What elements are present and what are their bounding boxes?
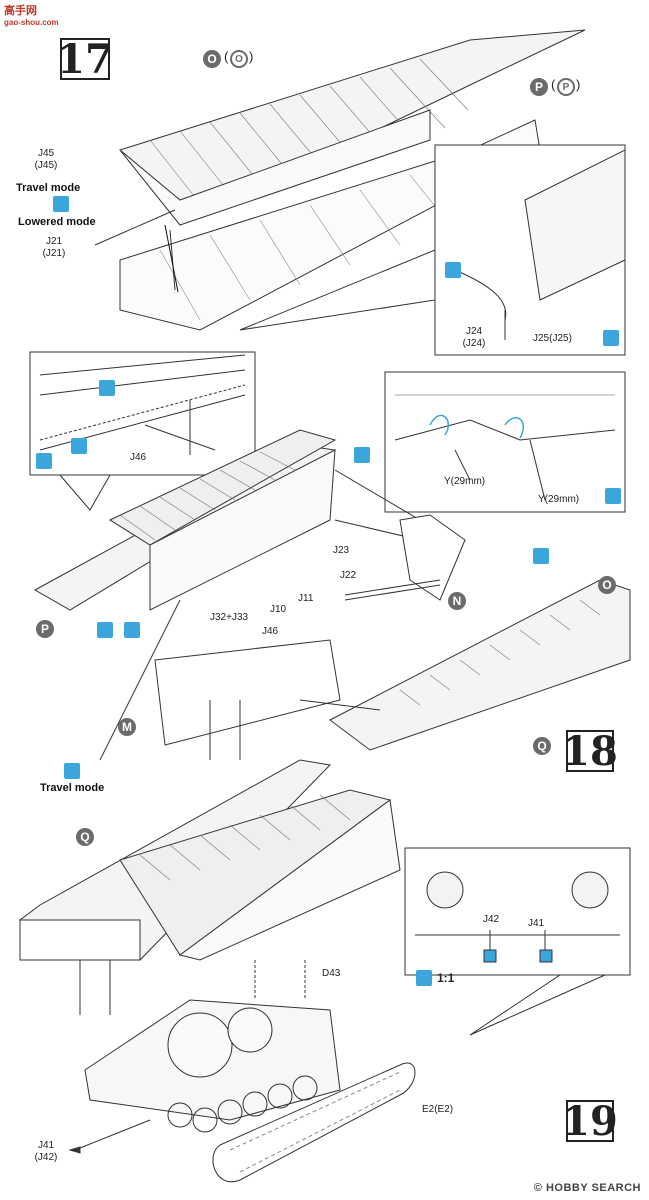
part-m-marker: M bbox=[118, 718, 136, 736]
step-18-box: 18 bbox=[562, 727, 618, 775]
label-j21b: (J21) bbox=[42, 248, 66, 259]
part-o-marker: O bbox=[203, 50, 221, 68]
detail-box-3 bbox=[384, 371, 626, 513]
label-j11: J11 bbox=[298, 593, 314, 604]
label-y29a: Y(29mm) bbox=[444, 476, 486, 487]
scale-label: 1:1 bbox=[437, 971, 455, 985]
option-icon bbox=[71, 438, 87, 454]
part-p-marker: P bbox=[530, 78, 548, 96]
option-icon bbox=[99, 380, 115, 396]
part-p-marker-2: P bbox=[36, 620, 54, 638]
part-o-marker-alt: O bbox=[230, 50, 248, 68]
detail-box-4 bbox=[404, 847, 631, 976]
option-icon bbox=[97, 622, 113, 638]
label-j24: J24 bbox=[465, 326, 483, 337]
label-j42b: (J42) bbox=[34, 1152, 58, 1163]
road-wheels bbox=[167, 1075, 318, 1133]
travel-mode-label: Travel mode bbox=[16, 182, 81, 194]
label-j22: J22 bbox=[340, 570, 357, 581]
track-e2 bbox=[212, 1062, 416, 1183]
label-j32-j33: J32+J33 bbox=[210, 612, 249, 623]
label-j46: J46 bbox=[130, 452, 147, 463]
mode-icon bbox=[53, 196, 69, 212]
brush-icon bbox=[603, 330, 619, 346]
label-e2: E2(E2) bbox=[422, 1104, 454, 1115]
part-p-marker-alt: P bbox=[557, 78, 575, 96]
label-j24b: (J24) bbox=[462, 338, 486, 349]
lowered-mode-label: Lowered mode bbox=[18, 216, 96, 228]
ramp-o-right bbox=[329, 579, 631, 751]
glue-icon bbox=[354, 447, 370, 463]
option-icon bbox=[124, 622, 140, 638]
glue-icon bbox=[533, 548, 549, 564]
glue-icon bbox=[445, 262, 461, 278]
label-j21: J21 bbox=[45, 236, 63, 247]
part-m bbox=[154, 639, 341, 746]
step-19-box: 19 bbox=[562, 1097, 618, 1145]
label-j41: J41 bbox=[528, 918, 545, 929]
hobby-search-watermark: © HOBBY SEARCH bbox=[533, 1182, 641, 1194]
brush-icon bbox=[605, 488, 621, 504]
part-q-marker-2: Q bbox=[76, 828, 94, 846]
label-j23: J23 bbox=[333, 545, 350, 556]
brush-icon bbox=[36, 453, 52, 469]
label-j42: J42 bbox=[483, 914, 500, 925]
label-j45b: (J45) bbox=[34, 160, 58, 171]
label-j10: J10 bbox=[270, 604, 287, 615]
mode-icon bbox=[64, 763, 80, 779]
brush-icon bbox=[416, 970, 432, 986]
label-j45: J45 bbox=[37, 148, 55, 159]
part-o-marker-2: O bbox=[598, 576, 616, 594]
site-watermark: 高手网 gao-shou.com bbox=[4, 5, 59, 27]
part-n-marker: N bbox=[448, 592, 466, 610]
label-j41b: J41 bbox=[37, 1140, 55, 1151]
label-j25: J25(J25) bbox=[533, 333, 572, 344]
label-j46b: J46 bbox=[262, 626, 279, 637]
label-d43: D43 bbox=[322, 968, 341, 979]
travel-mode-label-2: Travel mode bbox=[40, 782, 105, 794]
part-n bbox=[399, 514, 466, 601]
step-17-box: 17 bbox=[57, 35, 113, 83]
part-q-marker: Q bbox=[533, 737, 551, 755]
label-y29b: Y(29mm) bbox=[538, 494, 580, 505]
